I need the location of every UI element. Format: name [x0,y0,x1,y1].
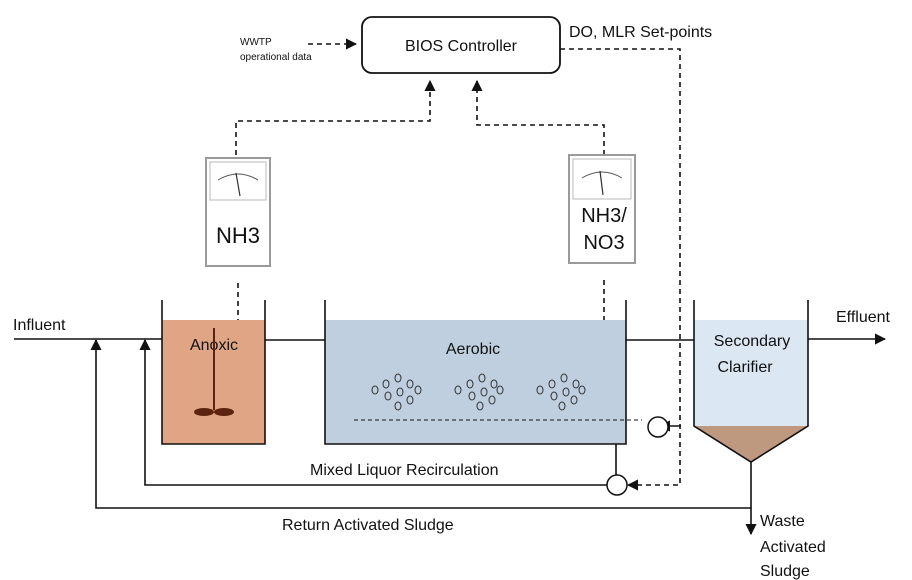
aerobic-signal-line [471,79,605,155]
anoxic-analyzer: NH3 [205,157,271,267]
was-label-2: Activated [760,539,826,556]
effluent-label: Effluent [836,309,891,326]
ras-label: Return Activated Sludge [282,517,454,534]
setpoints-label: DO, MLR Set-points [569,24,712,41]
wwtp-label-2: operational data [240,52,312,63]
bios-controller: BIOS Controller [361,16,561,74]
mlr-pump-icon [606,444,628,496]
recycle-pump-icon [647,416,681,438]
mlr-line [139,338,607,486]
wwtp-label: WWTP [240,37,272,48]
influent-label: Influent [13,317,66,334]
was-label-1: Waste [760,513,805,530]
anoxic-meter-label: NH3 [216,223,260,248]
gauge-needle [235,172,241,197]
aerobic-analyzer: NH3/ NO3 [568,154,636,264]
ras-line [90,338,752,509]
aerobic-meter-label-1: NH3/ [581,205,627,227]
aerobic-meter-label-2: NO3 [583,232,624,254]
aerobic-label: Aerobic [446,341,500,358]
wwtp-input: WWTP operational data [240,37,358,63]
setpoints-signal-line [560,48,681,491]
gauge-needle [599,170,604,196]
mlr-label: Mixed Liquor Recirculation [310,462,499,479]
secondary-clarifier: Secondary Clarifier [693,300,809,463]
clarifier-label-1: Secondary [714,333,791,350]
was-label-3: Sludge [760,563,810,580]
clarifier-label-2: Clarifier [717,359,773,376]
aerobic-tank: Aerobic [324,300,642,445]
anoxic-signal-line [235,79,436,155]
anoxic-tank: Anoxic [161,300,266,445]
mixer-icon [194,328,234,416]
diffuser-bubbles-icon [371,373,586,411]
controller-label: BIOS Controller [405,38,518,55]
